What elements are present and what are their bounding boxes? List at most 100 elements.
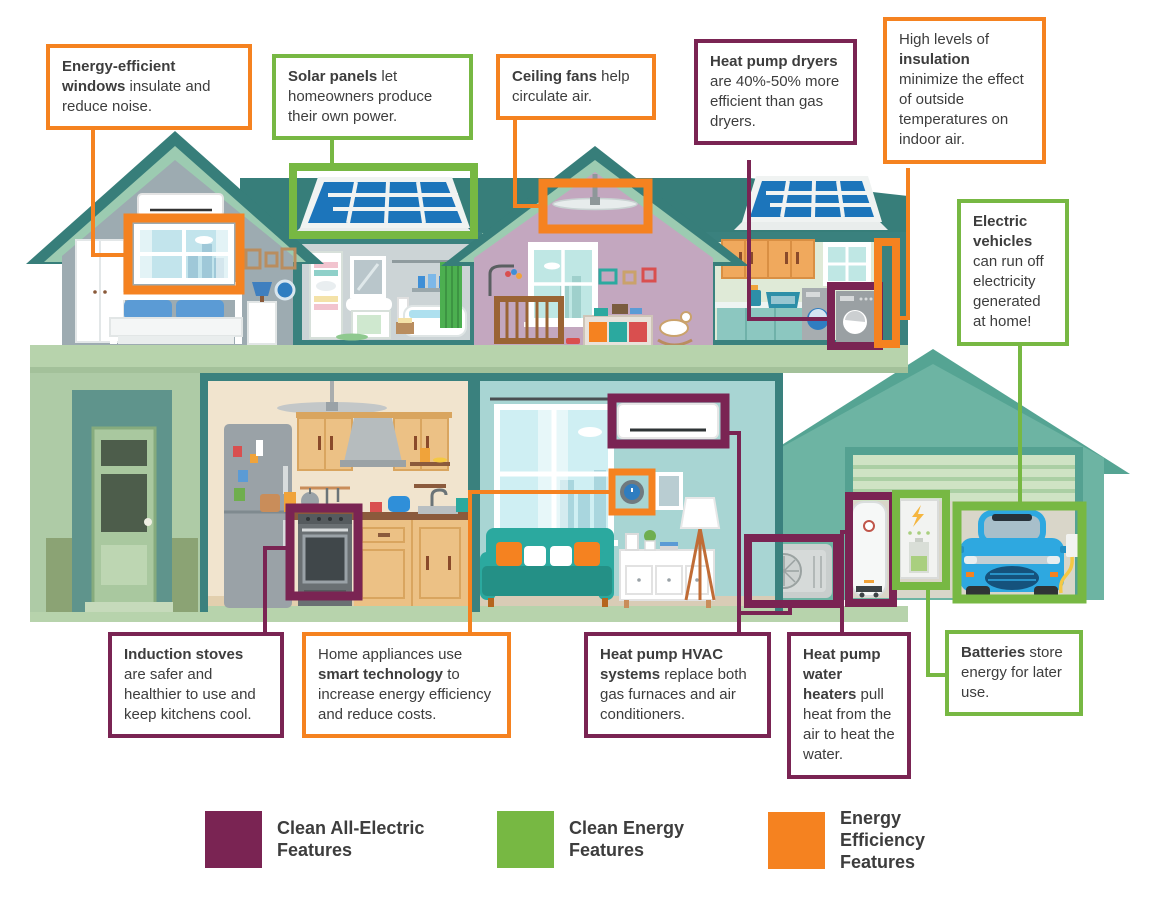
callout-text: Electric vehicles can run off electricit… [973,213,1044,331]
heat-pump-dryer [836,291,874,343]
callout-text: High levels of insulation minimize the e… [899,31,1024,149]
callout-electric-vehicles: Electric vehicles can run off electricit… [957,199,1069,346]
callout-heat-pump-dryers: Heat pump dryers are 40%-50% more effici… [694,39,857,146]
picture-frame [264,251,279,268]
callout-energy-efficient-windows: Energy-efficient windows insulate and re… [46,44,252,131]
connector-hvac [725,431,792,632]
living-room-window [490,404,618,546]
callout-text: Induction stoves are safer and healthier… [124,646,256,724]
countertop [294,512,468,520]
callout-heat-pump-hvac: Heat pump HVAC systems replace both gas … [584,632,771,739]
legend-swatch-clean-all-electric [205,811,262,868]
garage [736,349,1130,600]
faucet [430,488,448,506]
induction-stove [298,514,352,606]
connector-induction [263,546,294,632]
callout-smart-technology: Home appliances use smart technology to … [302,632,511,739]
sheer-curtain [538,410,568,538]
callout-induction-stoves: Induction stoves are safer and healthier… [108,632,284,739]
house-plant [644,530,656,542]
solar-panel-right [734,176,888,230]
curtain [140,230,152,278]
mini-split-ac [137,193,224,217]
laundry-counter [717,308,803,340]
living-room [480,381,775,608]
console-table [619,530,715,608]
refrigerator [224,424,292,608]
throw-pillow [574,542,600,566]
picture-frame [280,247,297,270]
kitchen [208,381,470,608]
callout-batteries: Batteries store energy for later use. [945,630,1083,717]
door-knob [144,518,152,526]
throw-pillow [524,546,546,566]
callout-text: Heat pump water heaters pull heat from t… [803,646,895,764]
door-step [85,602,173,612]
picture-frame [622,270,637,285]
callout-ceiling-fans: Ceiling fans help circulate air. [496,54,656,121]
bed [109,282,243,344]
wall-shelf [414,484,446,488]
bathroom-sink [346,298,392,311]
connector-windows [91,128,124,257]
main-house [26,131,908,622]
wall-shelf [410,462,450,466]
nightstand [247,282,277,345]
cutting-board [260,494,280,512]
callout-heat-pump-water-heaters: Heat pump water heaters pull heat from t… [787,632,911,779]
highlight-outdoor-unit [744,534,841,608]
solar-panel-left [292,177,476,236]
highlight-mini-split [607,393,730,449]
smart-thermostat [620,480,644,504]
throw-pillow [496,542,522,566]
callout-text: Batteries store energy for later use. [961,644,1063,702]
toy-car [566,338,580,344]
connector-fans [513,118,539,208]
highlight-solar-panels [289,163,478,239]
curtain [216,230,228,278]
bedroom-window [134,224,234,284]
heat-pump-water-heater [851,501,887,598]
photo-frame [625,533,639,551]
legend-label: Clean All-Electric Features [277,817,425,860]
callout-text: Home appliances use smart technology to … [318,646,492,724]
pillow [176,300,224,320]
lamp [252,282,272,296]
callout-insulation: High levels of insulation minimize the e… [883,17,1046,164]
callout-text: Energy-efficient windows insulate and re… [62,58,211,116]
bathroom [290,232,482,345]
legend-item-clean-all-electric: Clean All-Electric Features [205,811,457,868]
toy-chest [583,304,653,347]
highlight-insulation [874,238,900,348]
connector-insulation [896,168,910,320]
picture-frame [244,248,262,270]
legend-label: Clean Energy Features [569,817,685,860]
thermostat-icon [274,279,296,301]
electric-vehicle [954,510,1080,598]
kettle [388,496,410,512]
picture-frame [598,268,618,285]
callout-text: Heat pump HVAC systems replace both gas … [600,646,747,724]
highlight-electric-vehicle [952,501,1087,604]
highlight-ceiling-fan [538,178,653,234]
nursery [441,146,749,347]
highlight-battery [892,490,950,590]
floor-lamp [679,497,721,601]
highlight-induction-stove [285,503,363,601]
pillow [124,300,172,320]
detergent-bottle [748,290,761,306]
laundry-room [705,232,908,345]
connector-water-heaters [840,530,849,632]
legend-item-clean-energy: Clean Energy Features [497,811,704,868]
throw-pillow [550,546,572,566]
range-hood [344,418,402,462]
headlight-icon [1047,556,1060,564]
front-door [91,426,157,610]
feature-highlights [123,163,1087,608]
callout-text: Ceiling fans help circulate air. [512,68,630,106]
connector-batteries [926,586,945,677]
sink [418,506,458,514]
legend-label: Energy Efficiency Features [840,808,926,872]
